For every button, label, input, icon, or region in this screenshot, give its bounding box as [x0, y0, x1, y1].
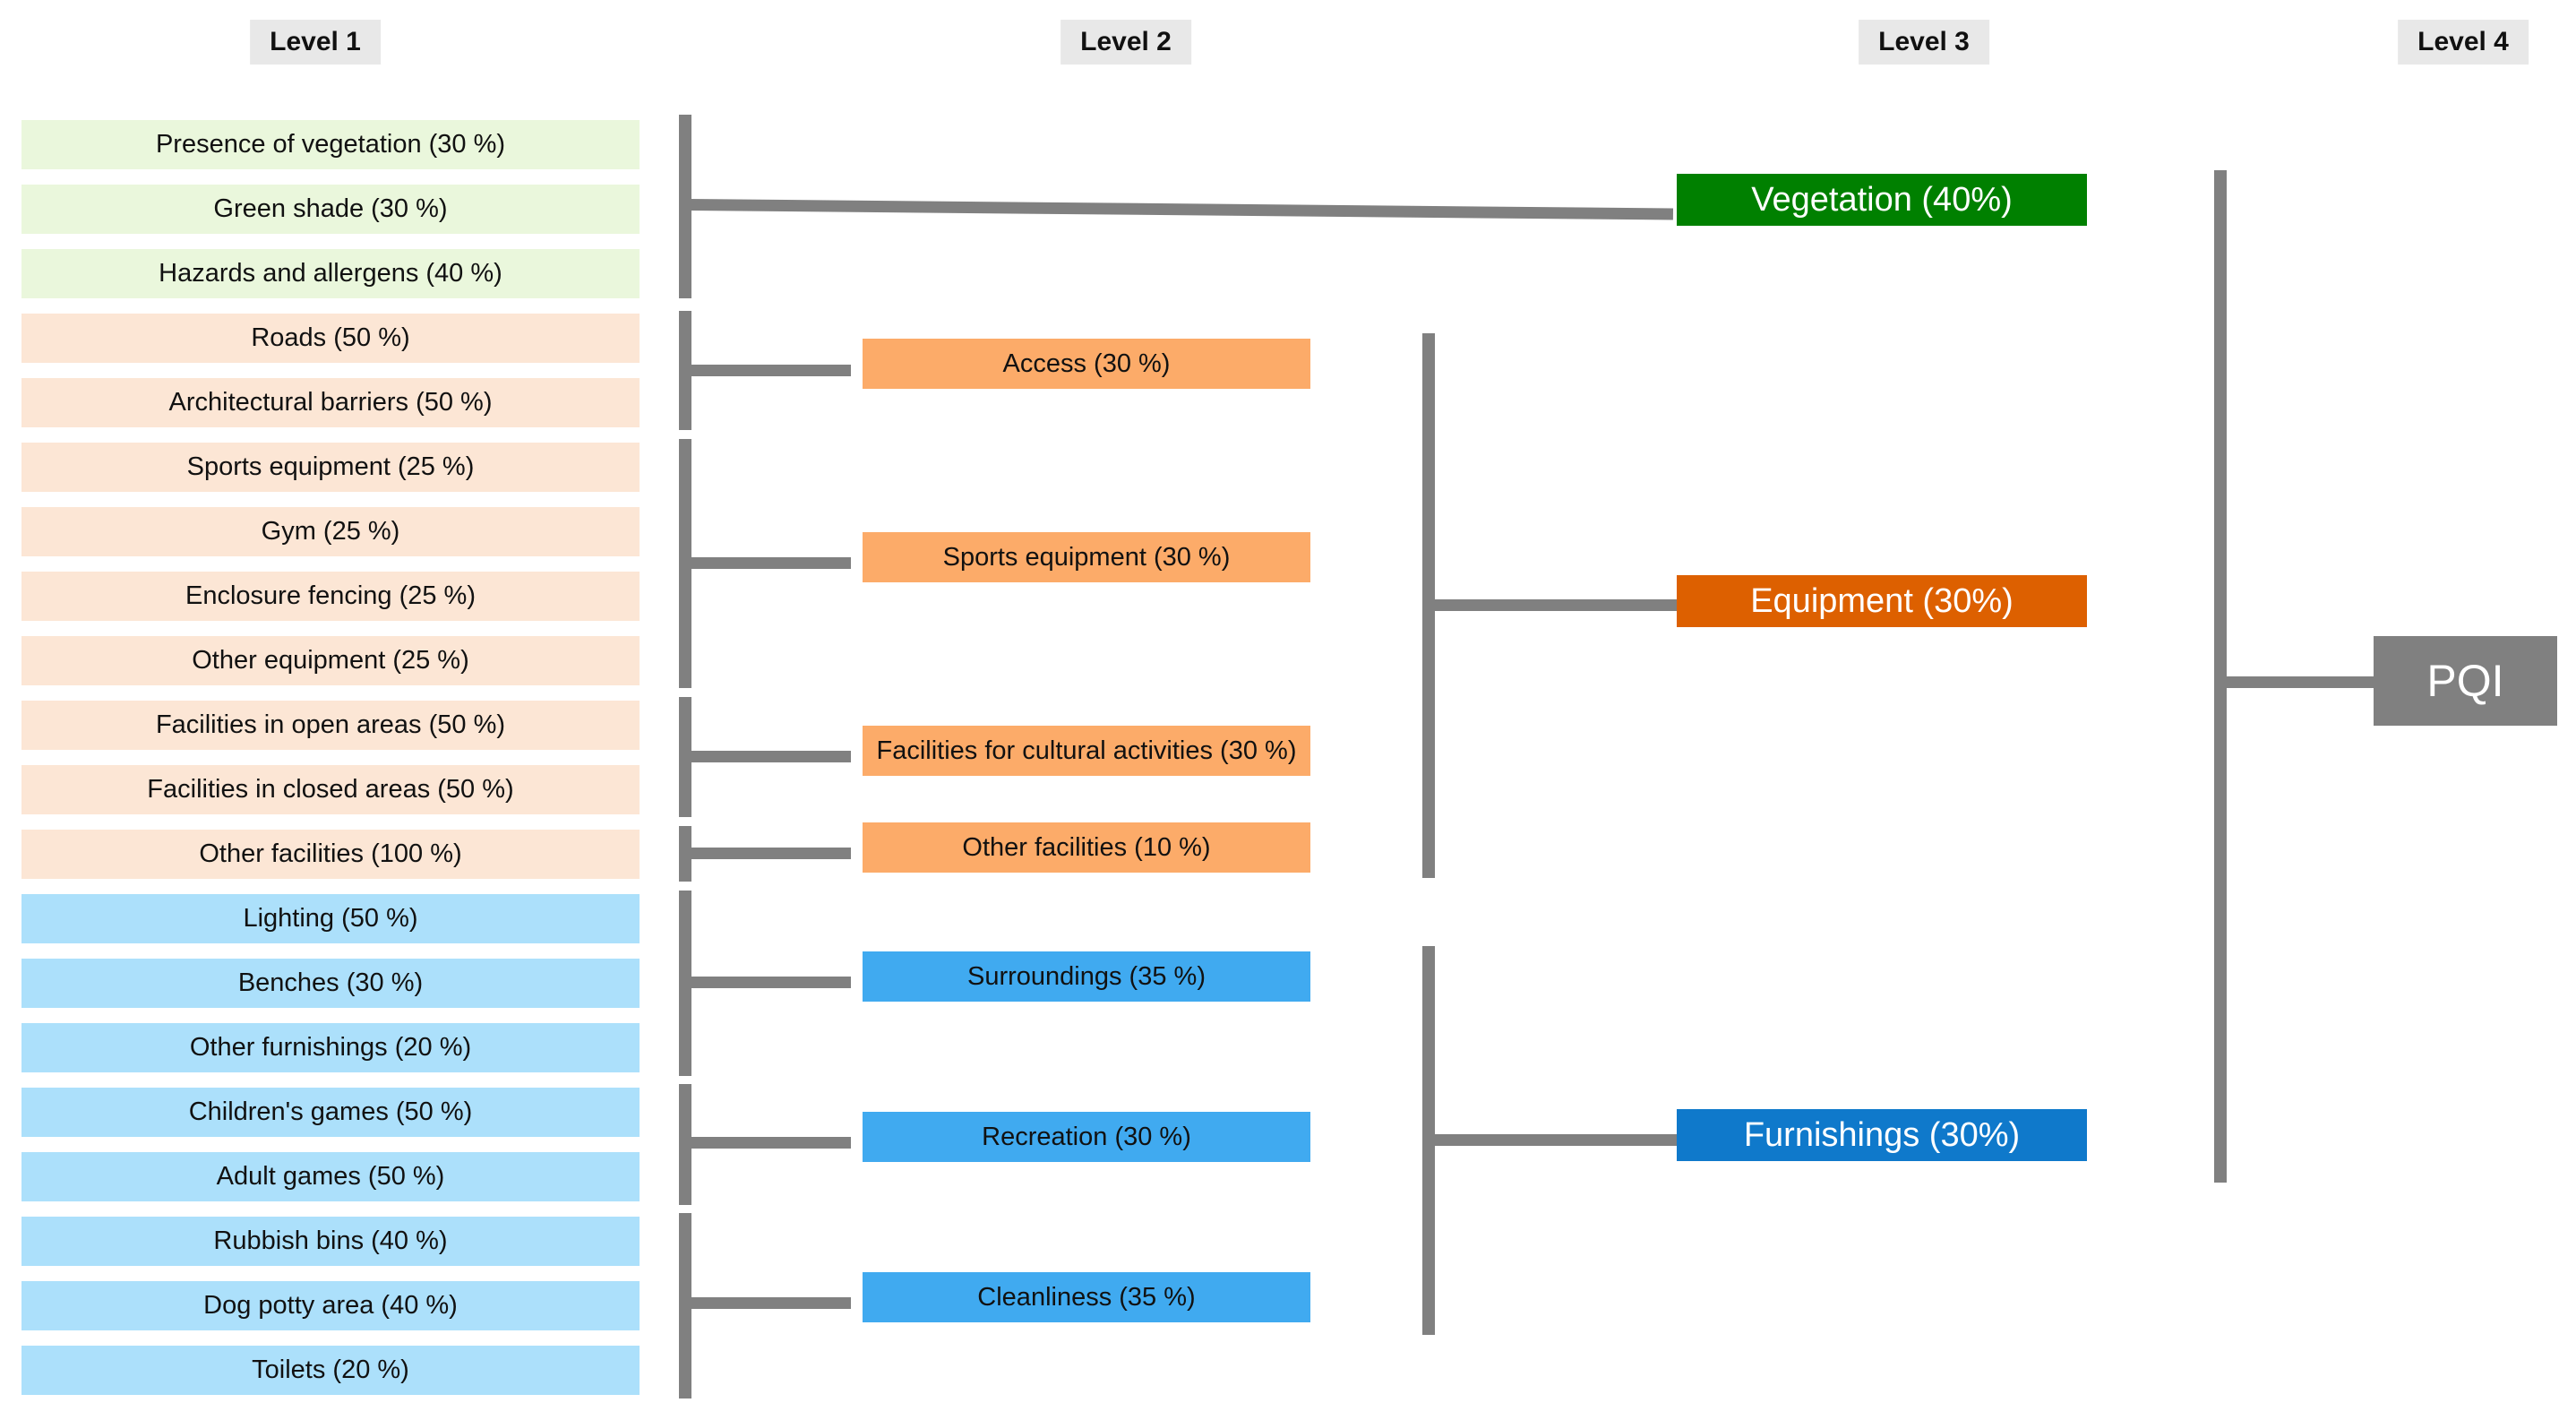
connector-pqi: [2225, 676, 2374, 688]
level1-node-adult-games[interactable]: Adult games (50 %): [21, 1152, 640, 1201]
level1-node-green-shade[interactable]: Green shade (30 %): [21, 185, 640, 234]
level3-node-equipment[interactable]: Equipment (30%): [1677, 575, 2087, 627]
level1-node-toilets[interactable]: Toilets (20 %): [21, 1346, 640, 1395]
level1-node-enclosure-fencing[interactable]: Enclosure fencing (25 %): [21, 572, 640, 621]
level1-node-gym[interactable]: Gym (25 %): [21, 507, 640, 556]
level1-node-roads[interactable]: Roads (50 %): [21, 314, 640, 363]
bracket-spine-equipment: [1422, 333, 1435, 878]
bracket-spine-cultural-facilities: [679, 697, 691, 817]
level1-node-benches[interactable]: Benches (30 %): [21, 959, 640, 1008]
level1-node-dog-potty-area[interactable]: Dog potty area (40 %): [21, 1281, 640, 1330]
level2-node-surroundings[interactable]: Surroundings (35 %): [863, 951, 1310, 1002]
bracket-spine-pqi: [2214, 170, 2227, 1183]
level2-node-cleanliness[interactable]: Cleanliness (35 %): [863, 1272, 1310, 1322]
bracket-spine-vegetation: [679, 115, 691, 298]
connector-vegetation-to-level3: [689, 199, 1674, 220]
bracket-spine-access: [679, 311, 691, 430]
level3-node-furnishings[interactable]: Furnishings (30%): [1677, 1109, 2087, 1161]
connector-other-facilities: [690, 848, 851, 859]
bracket-spine-cleanliness: [679, 1213, 691, 1398]
level1-node-architectural-barriers[interactable]: Architectural barriers (50 %): [21, 378, 640, 427]
level1-node-other-furnishings[interactable]: Other furnishings (20 %): [21, 1023, 640, 1072]
bracket-spine-other-facilities: [679, 826, 691, 882]
level1-node-rubbish-bins[interactable]: Rubbish bins (40 %): [21, 1217, 640, 1266]
column-header-level-1: Level 1: [250, 20, 381, 65]
level3-node-vegetation[interactable]: Vegetation (40%): [1677, 174, 2087, 226]
bracket-spine-recreation: [679, 1084, 691, 1205]
level1-node-hazards-and-allergens[interactable]: Hazards and allergens (40 %): [21, 249, 640, 298]
connector-cultural-facilities: [690, 751, 851, 762]
level1-node-other-equipment[interactable]: Other equipment (25 %): [21, 636, 640, 685]
bracket-spine-furnishings: [1422, 946, 1435, 1335]
level1-node-other-facilities[interactable]: Other facilities (100 %): [21, 830, 640, 879]
connector-furnishings-to-level3: [1433, 1134, 1677, 1146]
level1-node-facilities-closed-areas[interactable]: Facilities in closed areas (50 %): [21, 765, 640, 814]
level2-node-recreation[interactable]: Recreation (30 %): [863, 1112, 1310, 1162]
level1-node-facilities-open-areas[interactable]: Facilities in open areas (50 %): [21, 701, 640, 750]
connector-cleanliness: [690, 1297, 851, 1309]
level2-node-other-facilities[interactable]: Other facilities (10 %): [863, 822, 1310, 873]
level2-node-cultural-facilities[interactable]: Facilities for cultural activities (30 %…: [863, 726, 1310, 776]
level4-node-pqi[interactable]: PQI: [2374, 636, 2557, 726]
level2-node-access[interactable]: Access (30 %): [863, 339, 1310, 389]
bracket-spine-surroundings: [679, 891, 691, 1076]
level2-node-sports-equipment[interactable]: Sports equipment (30 %): [863, 532, 1310, 582]
bracket-spine-sports-equipment: [679, 439, 691, 688]
connector-equipment-to-level3: [1433, 599, 1677, 611]
column-header-level-3: Level 3: [1859, 20, 1989, 65]
level1-node-lighting[interactable]: Lighting (50 %): [21, 894, 640, 943]
connector-sports-equipment: [690, 557, 851, 569]
level1-node-sports-equipment[interactable]: Sports equipment (25 %): [21, 443, 640, 492]
level1-node-childrens-games[interactable]: Children's games (50 %): [21, 1088, 640, 1137]
level1-node-presence-of-vegetation[interactable]: Presence of vegetation (30 %): [21, 120, 640, 169]
connector-access: [690, 365, 851, 376]
connector-recreation: [690, 1137, 851, 1149]
connector-surroundings: [690, 977, 851, 988]
column-header-level-4: Level 4: [2398, 20, 2529, 65]
column-header-level-2: Level 2: [1060, 20, 1191, 65]
